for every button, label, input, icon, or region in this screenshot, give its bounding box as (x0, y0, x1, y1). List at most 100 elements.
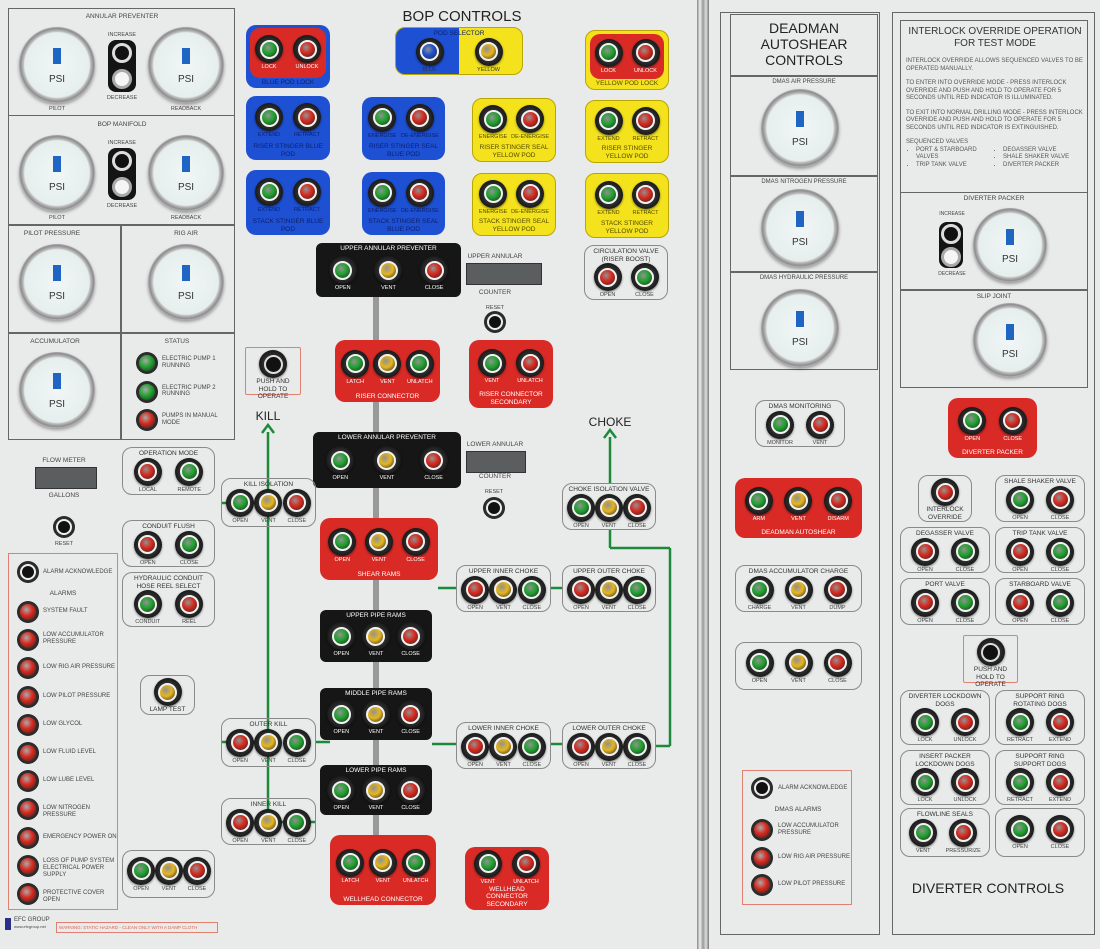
energise-button[interactable]: ENERGISE (368, 103, 397, 139)
lower-annular-reset-button[interactable] (483, 497, 505, 519)
reel-button[interactable]: REEL (175, 590, 204, 625)
de-energise-button[interactable]: DE-ENERGISE (401, 103, 439, 139)
close-button[interactable]: CLOSE (623, 575, 651, 611)
unlock-button[interactable]: UNLOCK (293, 35, 321, 70)
de-energise-button[interactable]: DE-ENERGISE (511, 105, 549, 140)
open-button[interactable]: OPEN (327, 700, 356, 735)
vent-button[interactable]: VENT (155, 856, 183, 892)
retract-button[interactable]: RETRACT (631, 180, 660, 216)
push-hold-right-button[interactable] (976, 638, 1005, 666)
vent-button[interactable]: VENT (374, 256, 403, 291)
extend-button[interactable]: EXTEND (594, 106, 623, 142)
upper-annular-reset-button[interactable] (484, 311, 506, 333)
open-button[interactable]: OPEN (328, 256, 357, 291)
close-button[interactable]: CLOSE (396, 622, 425, 657)
lock-button[interactable]: LOCK (911, 708, 939, 743)
latch-button[interactable]: LATCH (341, 349, 370, 385)
extend-button[interactable]: EXTEND (1046, 768, 1074, 803)
open-button[interactable]: OPEN (461, 575, 490, 611)
open-button[interactable]: OPEN (1006, 485, 1034, 521)
close-button[interactable]: CLOSE (420, 256, 449, 291)
retract-button[interactable]: RETRACT (631, 106, 660, 142)
open-button[interactable]: OPEN (593, 263, 622, 298)
close-button[interactable]: CLOSE (419, 446, 448, 481)
vent-button[interactable]: VENT (595, 732, 623, 768)
close-button[interactable]: CLOSE (998, 406, 1027, 442)
annular-decrease-button[interactable] (112, 69, 132, 89)
close-button[interactable]: CLOSE (1046, 815, 1074, 850)
vent-button[interactable]: VENT (489, 732, 518, 768)
close-button[interactable]: CLOSE (282, 728, 311, 764)
lock-button[interactable]: LOCK (255, 35, 283, 70)
vent-button[interactable]: VENT (909, 818, 938, 854)
open-button[interactable]: OPEN (567, 493, 595, 529)
local-button[interactable]: LOCAL (133, 457, 162, 493)
vent-button[interactable]: VENT (372, 446, 401, 481)
unlatch-button[interactable]: UNLATCH (516, 349, 544, 384)
close-button[interactable]: CLOSE (951, 588, 979, 624)
vent-button[interactable]: VENT (361, 700, 390, 735)
energise-button[interactable]: ENERGISE (479, 105, 507, 140)
vent-button[interactable]: VENT (784, 486, 813, 522)
diverter-packer-increase-button[interactable] (941, 223, 961, 244)
open-button[interactable]: OPEN (567, 575, 595, 611)
close-button[interactable]: CLOSE (517, 575, 546, 611)
close-button[interactable]: CLOSE (401, 527, 430, 563)
extend-button[interactable]: EXTEND (1046, 708, 1074, 743)
disarm-button[interactable]: DISARM (824, 486, 853, 522)
vent-button[interactable]: VENT (478, 349, 506, 384)
vent-button[interactable]: VENT (373, 349, 402, 385)
retract-button[interactable]: RETRACT (1006, 708, 1034, 743)
vent-button[interactable]: VENT (254, 728, 283, 764)
retract-button[interactable]: RETRACT (293, 177, 321, 213)
unlatch-button[interactable]: UNLATCH (405, 349, 434, 385)
open-button[interactable]: OPEN (327, 776, 356, 811)
close-button[interactable]: CLOSE (1046, 588, 1074, 624)
energise-button[interactable]: ENERGISE (368, 178, 397, 214)
annular-increase-button[interactable] (112, 43, 132, 63)
close-button[interactable]: CLOSE (183, 856, 211, 892)
open-button[interactable]: OPEN (328, 527, 357, 563)
open-button[interactable]: OPEN (461, 732, 490, 768)
pressurize-button[interactable]: PRESSURIZE (946, 818, 981, 854)
conduit-button[interactable]: CONDUIT (133, 590, 162, 625)
open-button[interactable]: OPEN (127, 856, 155, 892)
extend-button[interactable]: EXTEND (255, 177, 283, 213)
open-button[interactable]: OPEN (911, 537, 939, 573)
vent-button[interactable]: VENT (784, 575, 813, 611)
unlatch-button[interactable]: UNLATCH (401, 848, 430, 884)
arm-button[interactable]: ARM (744, 486, 773, 522)
vent-button[interactable]: VENT (784, 648, 813, 684)
close-button[interactable]: CLOSE (1046, 485, 1074, 521)
latch-button[interactable]: LATCH (336, 848, 365, 884)
blue-button[interactable]: BLUE (415, 37, 444, 73)
open-button[interactable]: OPEN (1006, 815, 1034, 850)
diverter-packer-decrease-button[interactable] (941, 246, 961, 267)
bop-manifold-increase-button[interactable] (112, 151, 132, 171)
push-hold-left-button[interactable] (259, 350, 287, 378)
retract-button[interactable]: RETRACT (1006, 768, 1034, 803)
vent-button[interactable]: VENT (489, 575, 518, 611)
close-button[interactable]: CLOSE (823, 648, 852, 684)
vent-button[interactable]: VENT (361, 776, 390, 811)
open-button[interactable]: OPEN (226, 488, 255, 524)
close-button[interactable]: CLOSE (175, 530, 204, 566)
close-button[interactable]: CLOSE (623, 493, 651, 529)
de-energise-button[interactable]: DE-ENERGISE (511, 179, 549, 215)
open-button[interactable]: OPEN (327, 622, 356, 657)
open-button[interactable]: OPEN (958, 406, 987, 442)
vent-button[interactable]: VENT (254, 808, 283, 844)
open-button[interactable]: OPEN (911, 588, 939, 624)
flow-meter-reset-button[interactable] (53, 516, 75, 538)
vent-button[interactable]: VENT (254, 488, 283, 524)
lock-button[interactable]: LOCK (911, 768, 939, 803)
interlock-override-button[interactable] (931, 478, 959, 506)
open-button[interactable]: OPEN (745, 648, 774, 684)
close-button[interactable]: CLOSE (517, 732, 546, 768)
close-button[interactable]: CLOSE (282, 808, 311, 844)
vent-button[interactable]: VENT (361, 622, 390, 657)
energise-button[interactable]: ENERGISE (479, 179, 507, 215)
open-button[interactable]: OPEN (1006, 588, 1034, 624)
extend-button[interactable]: EXTEND (255, 103, 283, 138)
vent-button[interactable]: VENT (364, 527, 393, 563)
